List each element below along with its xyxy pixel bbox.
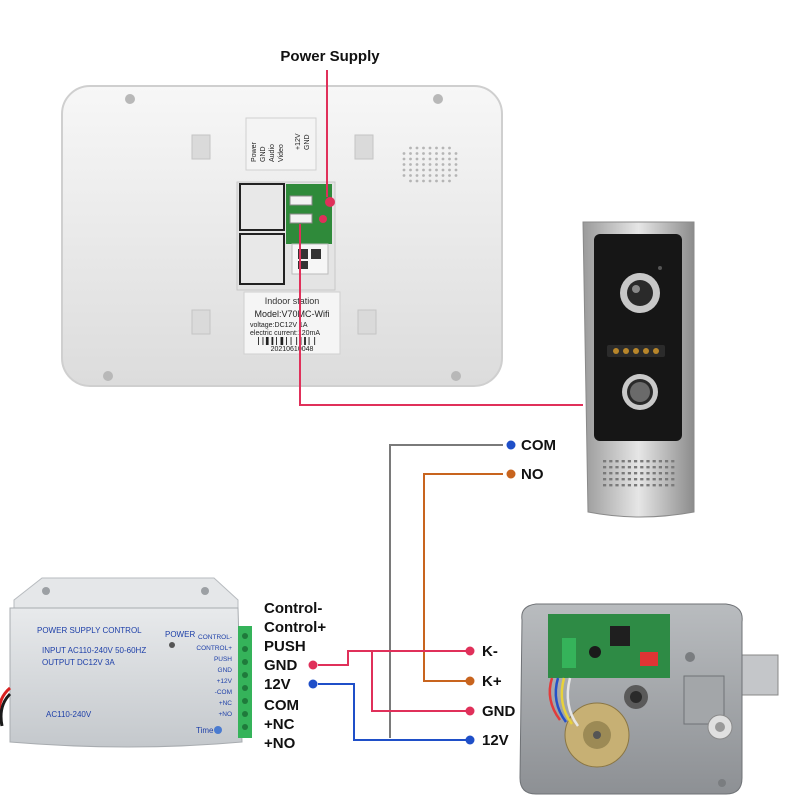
wires xyxy=(299,70,583,741)
wire-video xyxy=(299,224,583,406)
lock-bolt xyxy=(739,654,779,696)
power-supply-box: POWER SUPPLY CONTROL INPUT AC110-240V 50… xyxy=(0,577,252,748)
psu-ac-label: AC110-240V xyxy=(46,710,92,719)
dot-no xyxy=(506,469,516,479)
psu-terminal-label-6: +NC xyxy=(219,700,232,707)
qr-sticker xyxy=(291,243,329,275)
outdoor-camera xyxy=(582,221,695,518)
current-text: electric current:120mA xyxy=(250,330,320,337)
label-k-plus: K+ xyxy=(482,673,502,690)
voltage-text: voltage:DC12V 1A xyxy=(250,322,308,329)
electric-lock xyxy=(519,603,779,795)
label-gnd-psu: GND xyxy=(264,657,298,674)
time-knob xyxy=(214,726,222,734)
label-nc-psu: +NC xyxy=(264,716,295,733)
label-push: PUSH xyxy=(264,638,306,655)
dot-com xyxy=(506,440,516,450)
label-control-plus: Control+ xyxy=(264,619,326,636)
psu-power-label: POWER xyxy=(165,630,195,639)
model-text: Model:V70MC-Wifi xyxy=(254,309,329,319)
label-com-psu: COM xyxy=(264,697,299,714)
port-label-0: Power xyxy=(251,141,258,162)
port-label-4: +12V xyxy=(295,133,302,150)
psu-terminal-label-1: CONTROL+ xyxy=(196,645,232,652)
psu-terminal-label-4: +12V xyxy=(217,678,233,685)
dot-gnd-psu xyxy=(308,660,318,670)
psu-terminal-label-5: -COM xyxy=(215,689,232,696)
connection-dots xyxy=(308,440,516,745)
label-12v-psu: 12V xyxy=(264,676,291,693)
port-label-5: GND xyxy=(304,134,311,150)
port-label-2: Audio xyxy=(269,144,276,162)
label-k-minus: K- xyxy=(482,643,498,660)
label-control-minus: Control- xyxy=(264,600,322,617)
terminal-block xyxy=(238,626,252,738)
psu-output: OUTPUT DC12V 3A xyxy=(42,658,115,667)
speaker-grille xyxy=(402,146,458,183)
psu-title: POWER SUPPLY CONTROL xyxy=(37,626,142,635)
psu-terminal-label-2: PUSH xyxy=(214,656,232,663)
dot-12v-lock xyxy=(465,735,475,745)
label-gnd-lock: GND xyxy=(482,703,516,720)
label-no-psu: +NO xyxy=(264,735,296,752)
indoor-station: Power GND Audio Video +12V GND Indoor st… xyxy=(61,85,503,387)
wire-12v xyxy=(318,683,467,741)
wire-com xyxy=(389,444,503,738)
port-sticker: Power GND Audio Video +12V GND xyxy=(245,117,317,171)
wire-gnd xyxy=(318,650,467,666)
psu-terminal-label-3: GND xyxy=(218,667,233,674)
port-label-3: Video xyxy=(278,144,285,162)
camera-speaker-grille xyxy=(603,460,675,487)
sticker-title: Indoor station xyxy=(265,296,320,306)
label-12v-lock: 12V xyxy=(482,732,509,749)
psu-input: INPUT AC110-240V 50-60HZ xyxy=(42,646,146,655)
power-connection-dot xyxy=(325,197,335,207)
label-no: NO xyxy=(521,466,544,483)
psu-terminal-label-7: +NO xyxy=(218,711,232,718)
power-led xyxy=(169,642,175,648)
port-label-1: GND xyxy=(260,146,267,162)
dot-k-plus xyxy=(465,676,475,686)
title-power-supply: Power Supply xyxy=(280,48,380,65)
dot-12v-psu xyxy=(308,679,318,689)
video-connection-dot xyxy=(319,215,327,223)
dot-k-minus xyxy=(465,646,475,656)
psu-time-label: Time xyxy=(196,726,214,735)
wire-gnd-lock xyxy=(371,651,467,712)
label-com: COM xyxy=(521,437,556,454)
serial-text: 20210610048 xyxy=(271,346,314,353)
psu-terminal-label-0: CONTROL- xyxy=(198,634,232,641)
dot-gnd-lock xyxy=(465,706,475,716)
model-sticker: Indoor station Model:V70MC-Wifi voltage:… xyxy=(243,291,341,355)
psu-terminal-labels: CONTROL- CONTROL+ PUSH GND +12V -COM +NC +NO xyxy=(196,634,232,718)
wire-no xyxy=(423,473,503,682)
